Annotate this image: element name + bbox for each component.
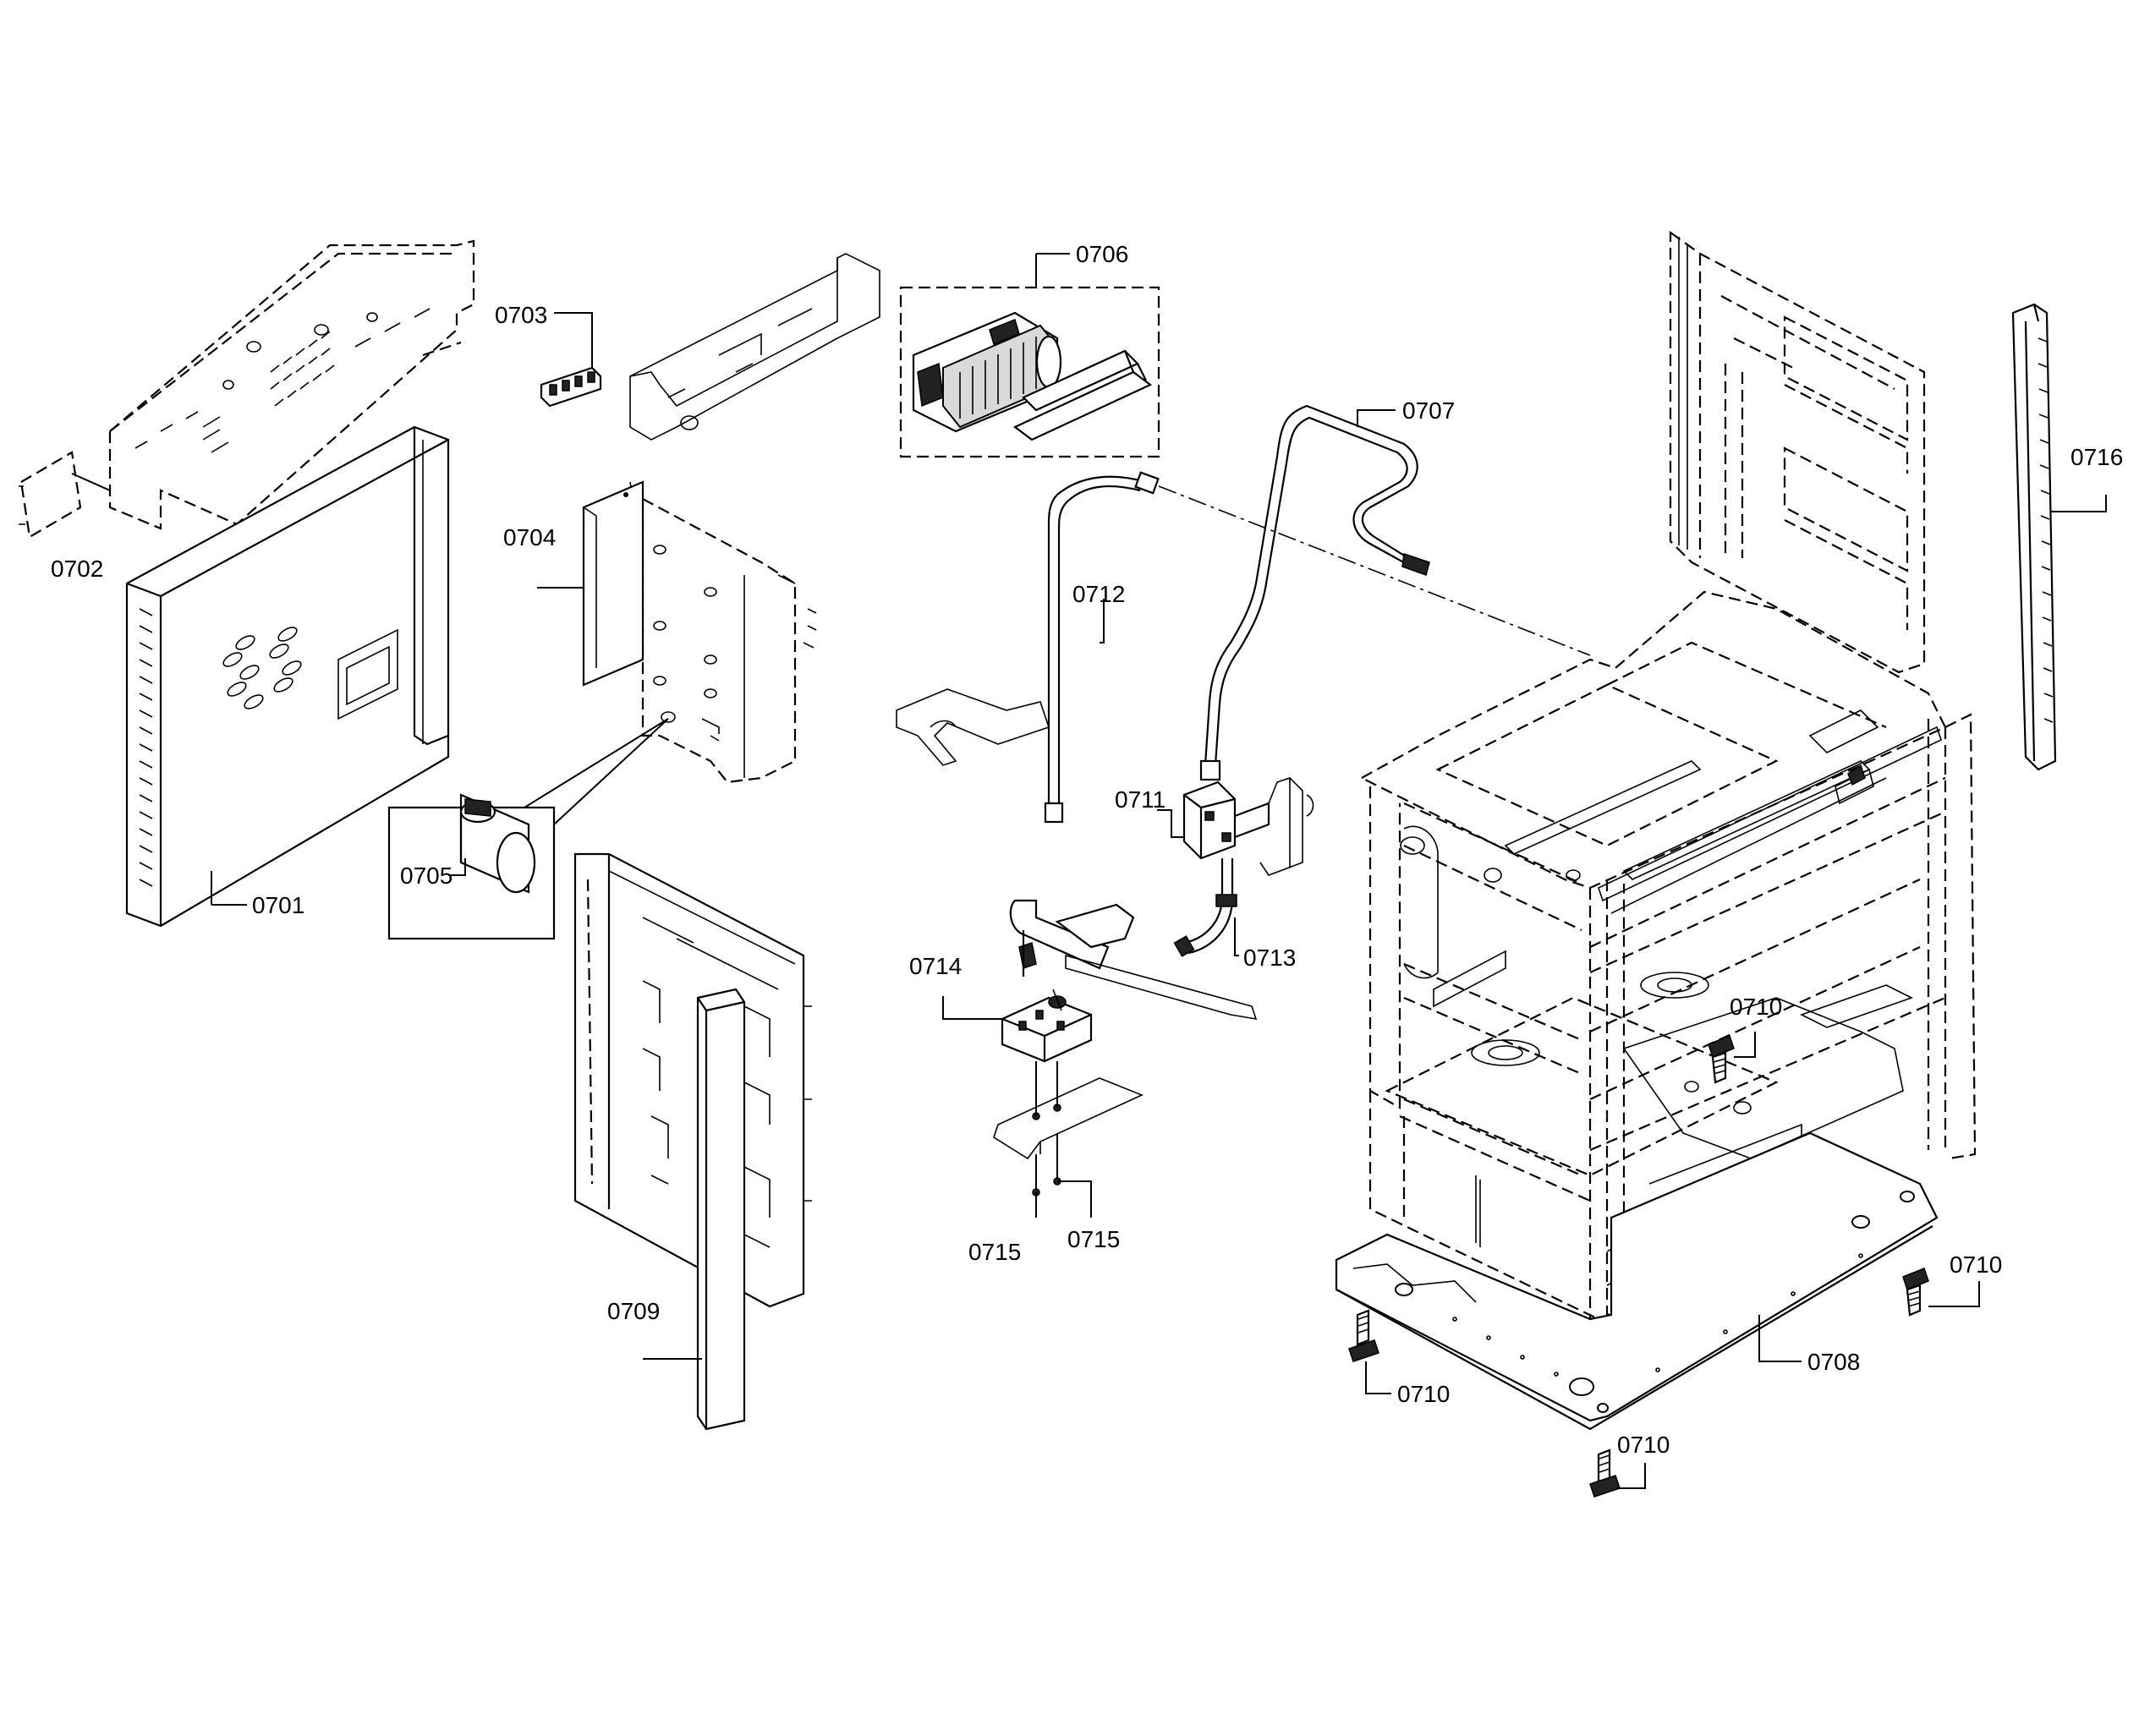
side-rail-0716: [2011, 303, 2107, 771]
label-0702: 0702: [51, 556, 103, 582]
label-0709: 0709: [607, 1298, 660, 1324]
ignition-module-0714: [942, 988, 1093, 1063]
screw-0710-left: [1348, 1309, 1391, 1394]
callout-labels: 0701 0702 0703 0704 0705 0706 0707 0708 …: [51, 241, 2123, 1458]
label-0710-a: 0710: [1730, 994, 1782, 1020]
fan-inset-0706: [899, 253, 1160, 458]
trim-strip-0709: [643, 988, 746, 1431]
screw-0710-right: [1902, 1268, 1980, 1317]
label-0712: 0712: [1072, 581, 1125, 607]
valve-0711: [1157, 777, 1314, 876]
label-0711: 0711: [1115, 786, 1165, 813]
cover-plate-0702: [19, 451, 111, 539]
control-bracket-0704: [537, 480, 817, 784]
heat-shield: [629, 253, 880, 441]
label-0705: 0705: [400, 863, 452, 889]
gas-tube-0712: [1044, 471, 1160, 824]
gas-tube-0707: [1158, 404, 1591, 781]
bottom-plate-0708: [1335, 1131, 1939, 1431]
module-mount-plate: [993, 1061, 1144, 1160]
fan-motor: [912, 311, 1062, 433]
label-0710-d: 0710: [1617, 1432, 1670, 1458]
label-0703: 0703: [495, 302, 547, 328]
screw-0710-upper: [1708, 1032, 1756, 1084]
fan-bracket: [1012, 349, 1153, 441]
label-0713: 0713: [1243, 945, 1296, 971]
sensor-body: [459, 793, 536, 894]
label-0701: 0701: [252, 892, 304, 918]
label-0710-c: 0710: [1397, 1381, 1450, 1407]
label-0706: 0706: [1076, 241, 1128, 267]
screw-0710-bottom: [1589, 1448, 1646, 1498]
label-0715-a: 0715: [968, 1239, 1021, 1265]
chassis-frame: [1359, 590, 1977, 1320]
label-0710-b: 0710: [1950, 1251, 2002, 1278]
label-0714: 0714: [909, 953, 962, 979]
manifold-pipe: [1009, 899, 1258, 1021]
label-0708: 0708: [1807, 1349, 1860, 1375]
rear-wall-panel: [108, 239, 475, 530]
side-panel-lower: [573, 852, 812, 1308]
label-0715-b: 0715: [1067, 1226, 1120, 1252]
tube-0713: [1173, 858, 1239, 957]
side-panel-0701: [125, 425, 450, 928]
screws-0715: [1032, 1133, 1092, 1218]
sensor-inset-0705: [387, 711, 676, 940]
label-0707: 0707: [1402, 397, 1455, 424]
label-0716: 0716: [2070, 444, 2123, 470]
back-panel-right: [1669, 230, 1926, 674]
terminal-block-0703: [540, 312, 602, 408]
mounting-bracket-upper: [896, 688, 1050, 766]
label-0704: 0704: [503, 524, 556, 550]
